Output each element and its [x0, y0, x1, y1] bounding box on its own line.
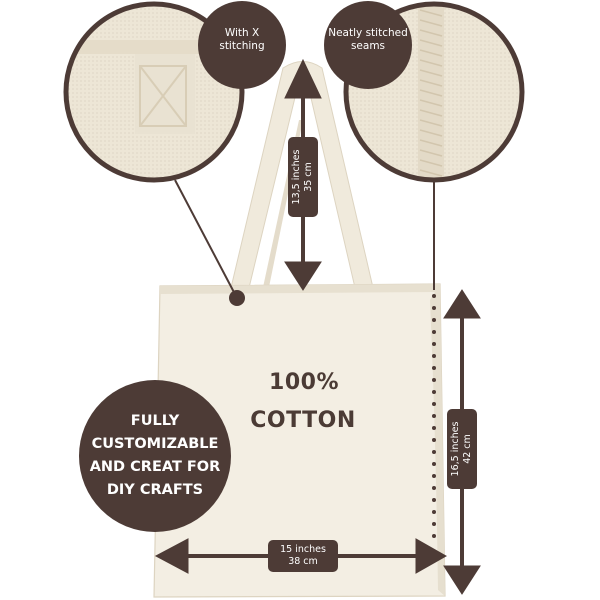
bag-body — [153, 283, 446, 598]
cotton-percentage: 100% — [269, 370, 339, 395]
seams-label-bubble — [324, 1, 412, 89]
handle-length-inches: 13,5 inches — [290, 149, 302, 205]
badge-line-1: FULLY — [130, 413, 180, 429]
bag-height-cm: 42 cm — [462, 434, 473, 464]
x-stitching-zoom-circle — [63, 1, 245, 306]
x-stitching-label: With X stitching — [219, 27, 265, 53]
seam-dotted-line — [432, 294, 436, 538]
height-dimension-label: 16,5 inches 42 cm — [447, 409, 477, 489]
width-dimension-label: 15 inches 38 cm — [268, 540, 338, 572]
bag-width-cm: 38 cm — [288, 556, 318, 567]
badge-line-3: AND CREAT FOR — [89, 459, 221, 475]
badge-line-4: DIY CRAFTS — [106, 482, 204, 498]
customizable-badge-circle — [79, 380, 231, 532]
handle-dimension-label: 13,5 inches 35 cm — [288, 137, 318, 217]
stitched-seams-label: Neatly stitched seams — [328, 27, 408, 53]
handle-length-cm: 35 cm — [303, 162, 314, 192]
customizable-badge-text: FULLY CUSTOMIZABLE AND CREAT FOR DIY CRA… — [85, 410, 225, 502]
badge-line-2: CUSTOMIZABLE — [91, 436, 219, 452]
bag-width-inches: 15 inches — [280, 543, 326, 555]
bag-height-inches: 16,5 inches — [449, 421, 461, 477]
x-stitching-label-bubble — [198, 1, 286, 89]
cotton-label: COTTON — [250, 408, 356, 433]
